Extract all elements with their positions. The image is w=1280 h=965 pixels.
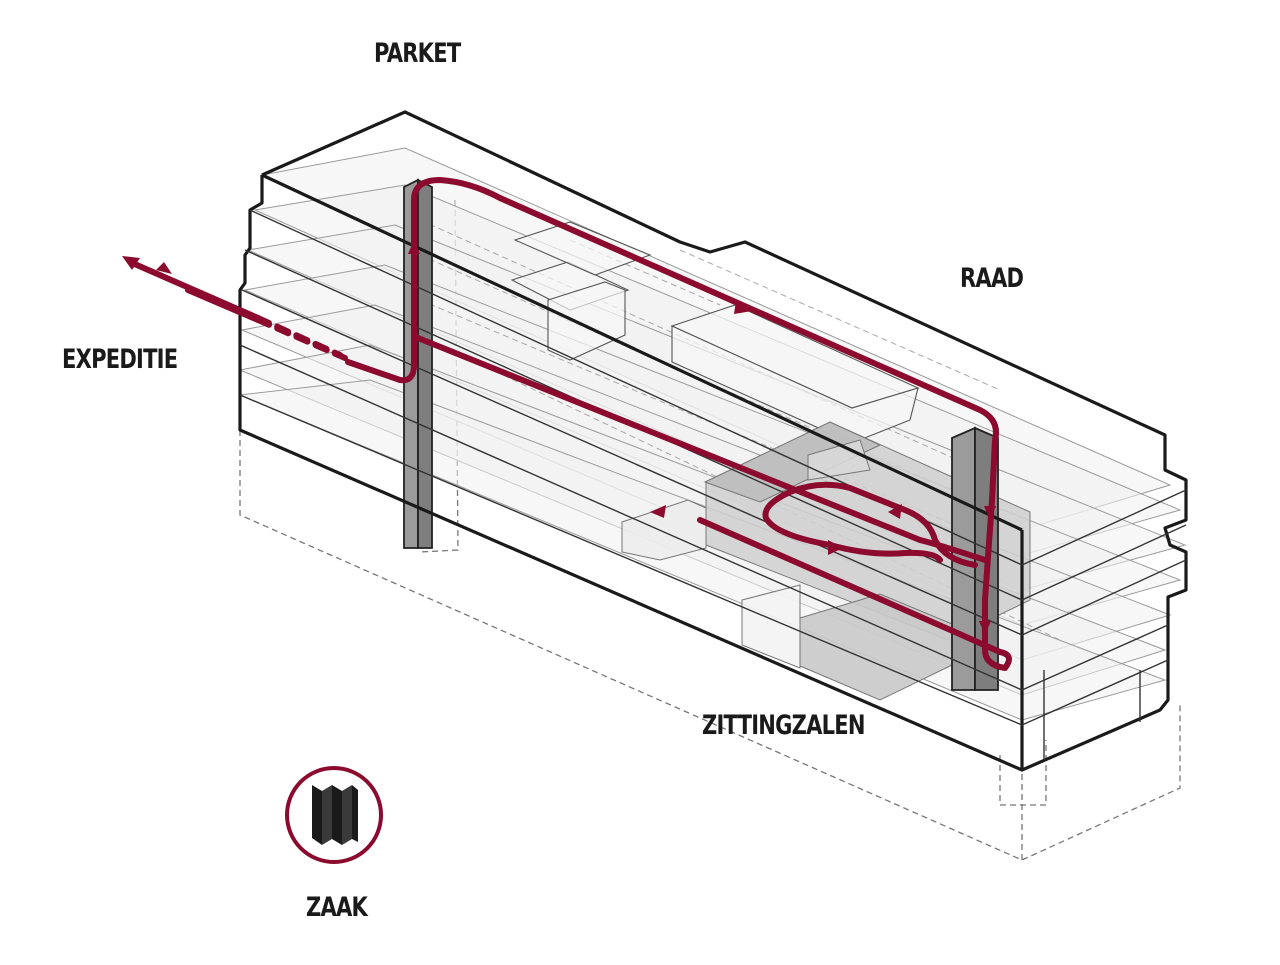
label-raad: RAAD xyxy=(960,263,1024,294)
building-outline xyxy=(238,110,1188,772)
label-zittingzalen: ZITTINGZALEN xyxy=(702,710,865,741)
arrow-top-run xyxy=(734,301,752,314)
circulation-route xyxy=(127,177,1012,671)
arrow-up-left-core xyxy=(408,240,420,254)
folded-document-icon xyxy=(285,766,383,864)
arrow-expeditie-right xyxy=(156,262,172,274)
upper-floor-rooms xyxy=(510,221,920,444)
basement-dashed-outline xyxy=(239,199,1181,861)
arrow-return-run xyxy=(650,505,666,518)
arrow-expeditie-left xyxy=(122,256,140,270)
label-expeditie: EXPEDITIE xyxy=(62,344,178,375)
arrow-loop-lower xyxy=(828,540,843,555)
label-parket: PARKET xyxy=(374,38,461,69)
arrow-down-right-core-upper xyxy=(984,506,996,520)
arrow-loop-upper xyxy=(888,504,902,519)
route-arrows xyxy=(122,240,996,635)
arrow-down-right-core-lower xyxy=(979,621,991,635)
label-zaak: ZAAK xyxy=(306,892,368,923)
